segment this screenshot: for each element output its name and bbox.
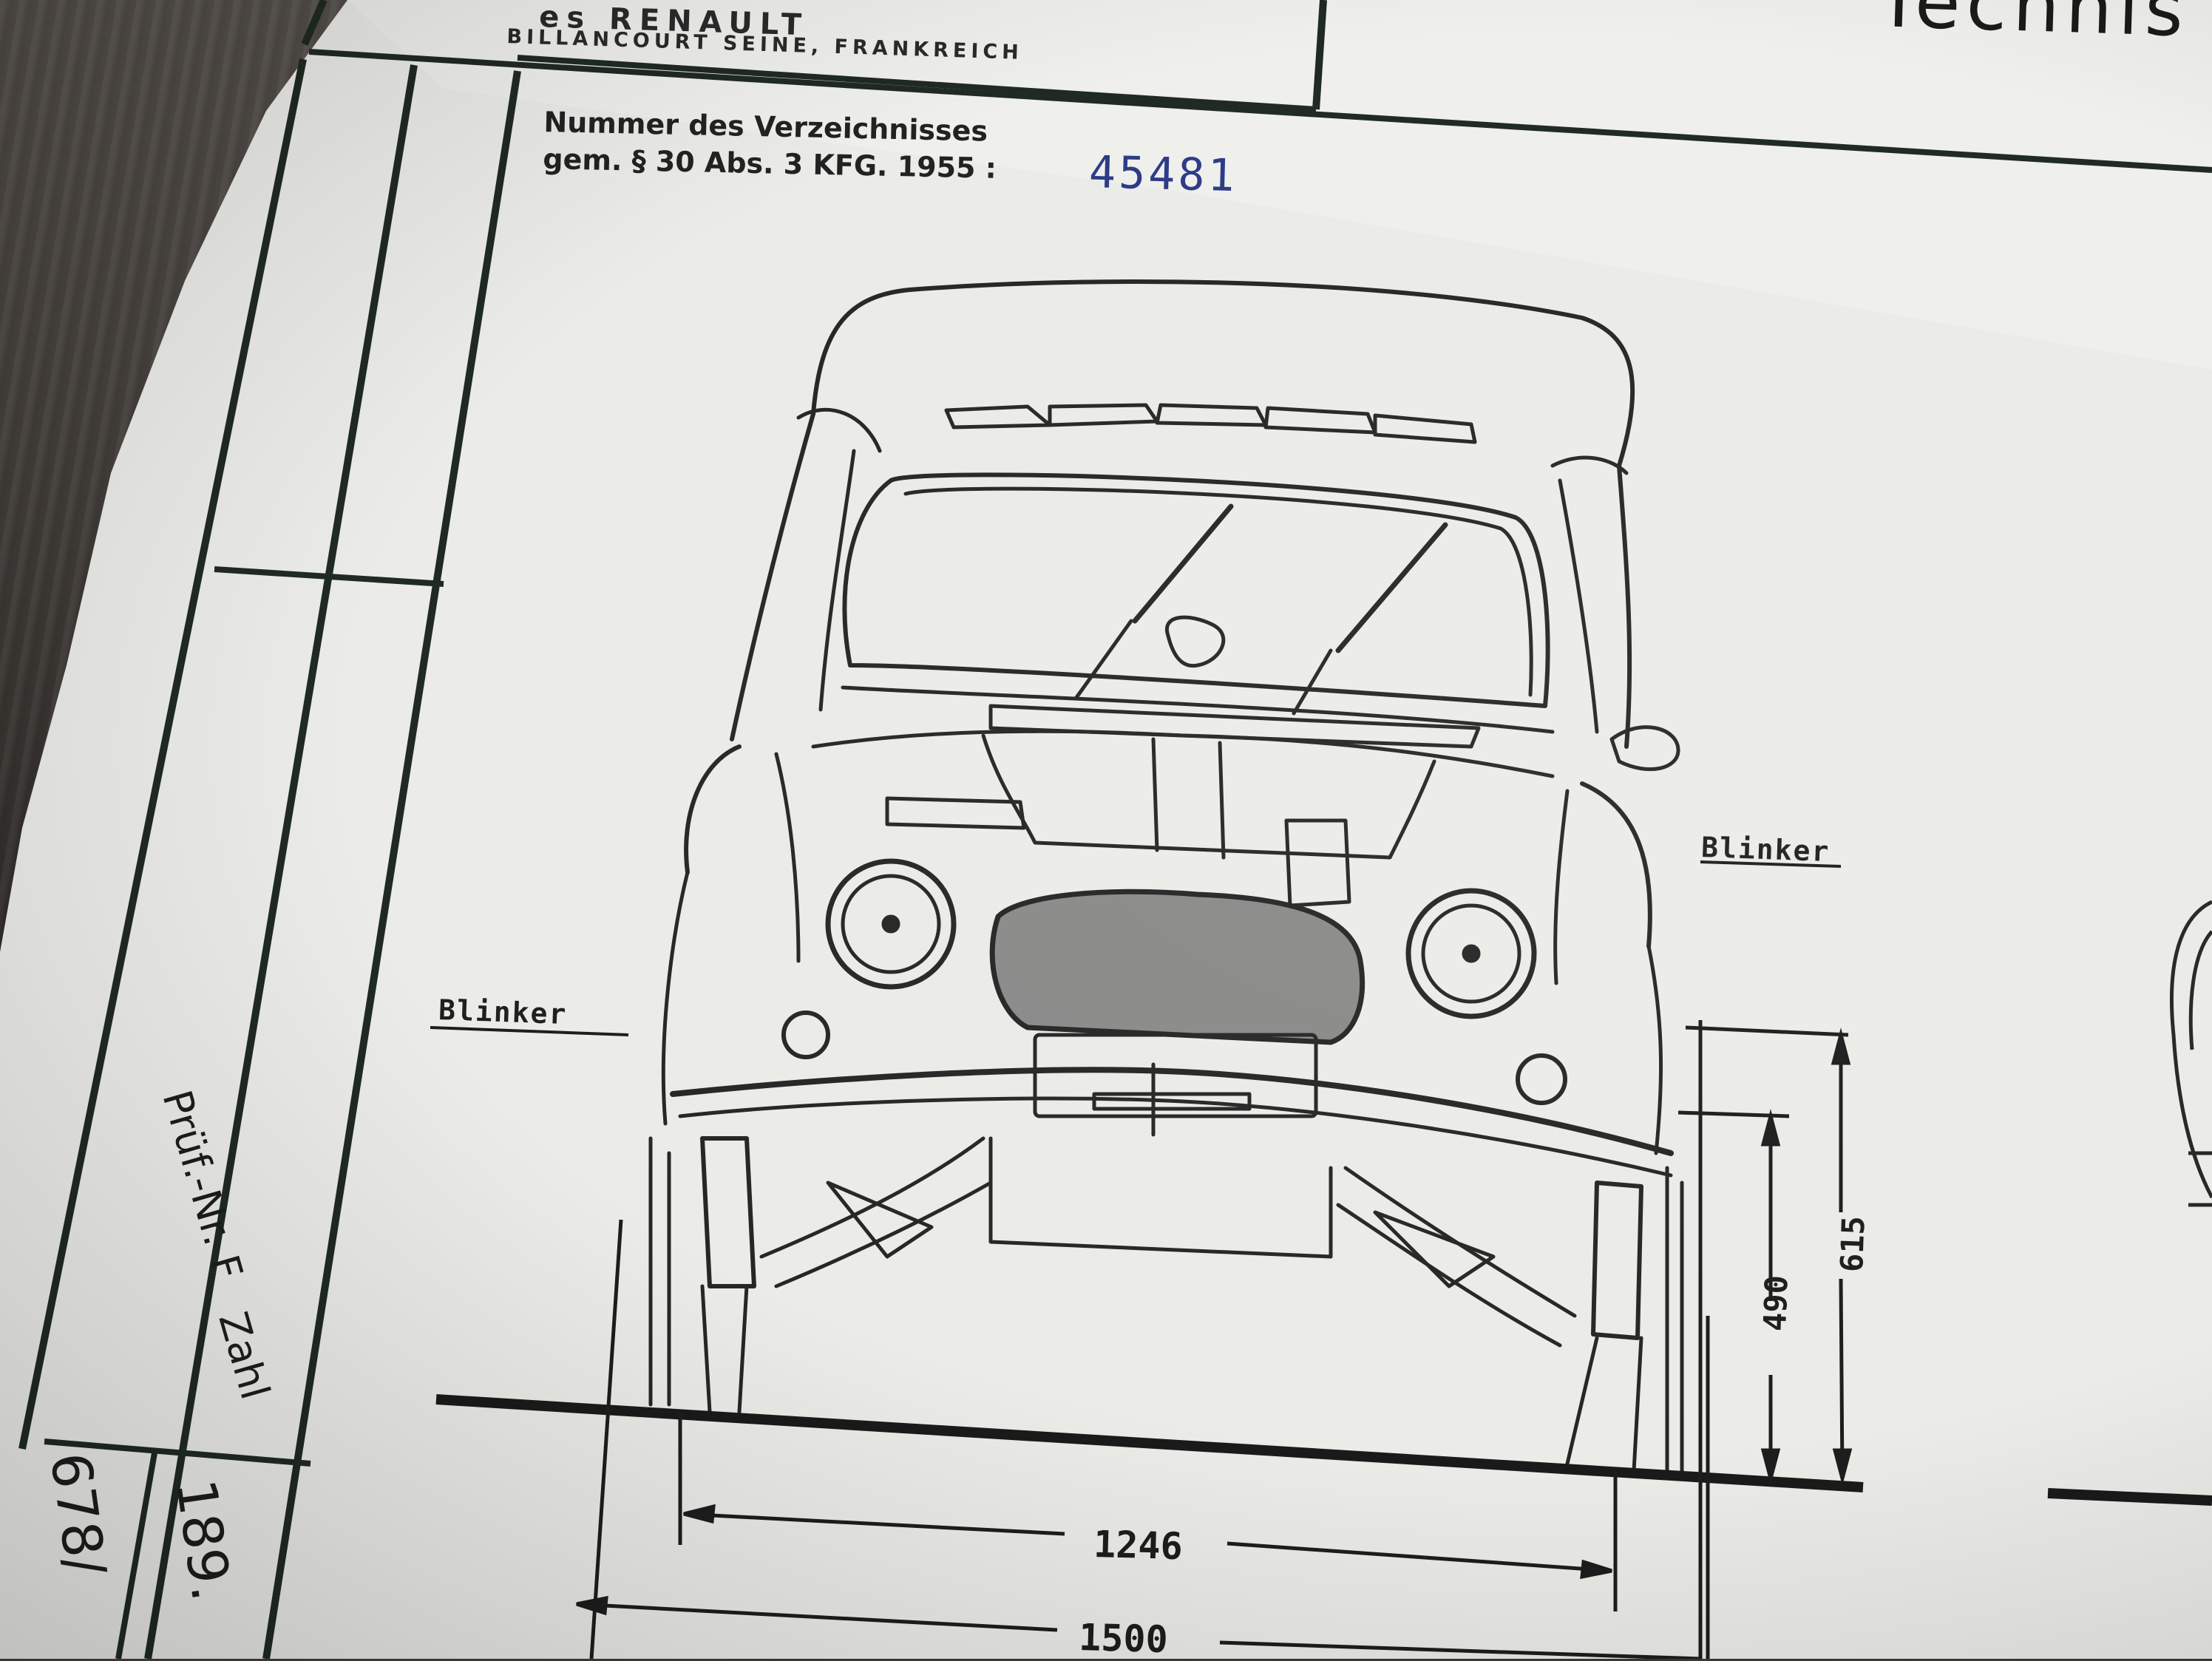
side-view-drawing-partial <box>2170 900 2212 1207</box>
car-front-drawing <box>648 279 1684 1473</box>
dimension-overall-width: 1500 <box>1078 1616 1169 1661</box>
dimension-height-a: 490 <box>1757 1274 1795 1332</box>
ground-line-right <box>2047 1488 2212 1506</box>
callout-leaders <box>430 860 1842 1036</box>
paper-highlight <box>347 0 2212 370</box>
registration-label: Nummer des Verzeichnisses gem. § 30 Abs.… <box>543 103 998 187</box>
ground-line <box>435 1394 1864 1492</box>
blinker-label-left: Blinker <box>438 993 569 1031</box>
dimension-height-b: 615 <box>1833 1215 1872 1273</box>
blinker-label-right: Blinker <box>1700 831 1831 869</box>
title-block-frame <box>18 0 2212 1659</box>
dimension-lines <box>576 1020 1853 1659</box>
dimension-track-front: 1246 <box>1093 1523 1184 1569</box>
registration-number: 45481 <box>1088 146 1238 203</box>
